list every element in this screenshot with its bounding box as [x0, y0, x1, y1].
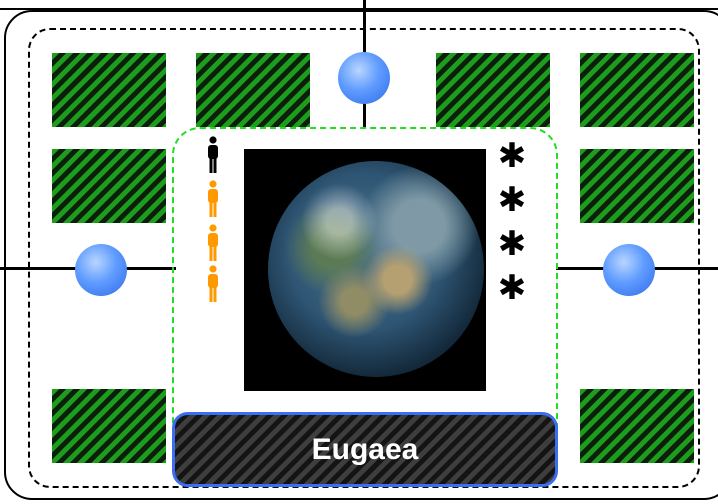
outer-frame — [4, 10, 718, 500]
plot-tile[interactable] — [52, 53, 166, 127]
person-icon — [208, 136, 218, 173]
plot-tile[interactable] — [580, 53, 694, 127]
plot-tile[interactable] — [196, 53, 310, 127]
person-icon — [208, 265, 218, 302]
asterisk-icon: ✱ — [497, 181, 527, 219]
plot-tile[interactable] — [52, 149, 166, 223]
plot-tile[interactable] — [580, 389, 694, 463]
frame-top-edge — [0, 0, 718, 10]
asterisk-icon: ✱ — [497, 137, 527, 175]
planet-name: Eugaea — [311, 432, 419, 466]
connection-node-right[interactable] — [603, 244, 655, 296]
planet-name-plate[interactable]: Eugaea — [172, 412, 558, 487]
person-icon — [208, 224, 218, 261]
planet-globe — [268, 161, 484, 377]
person-icon — [208, 180, 218, 217]
asterisk-icon: ✱ — [497, 225, 527, 263]
planet-image — [244, 149, 486, 391]
plot-tile[interactable] — [436, 53, 550, 127]
connection-node-top[interactable] — [338, 52, 390, 104]
plot-tile[interactable] — [580, 149, 694, 223]
plot-tile[interactable] — [52, 389, 166, 463]
connection-node-left[interactable] — [75, 244, 127, 296]
asterisk-icon: ✱ — [497, 269, 527, 307]
